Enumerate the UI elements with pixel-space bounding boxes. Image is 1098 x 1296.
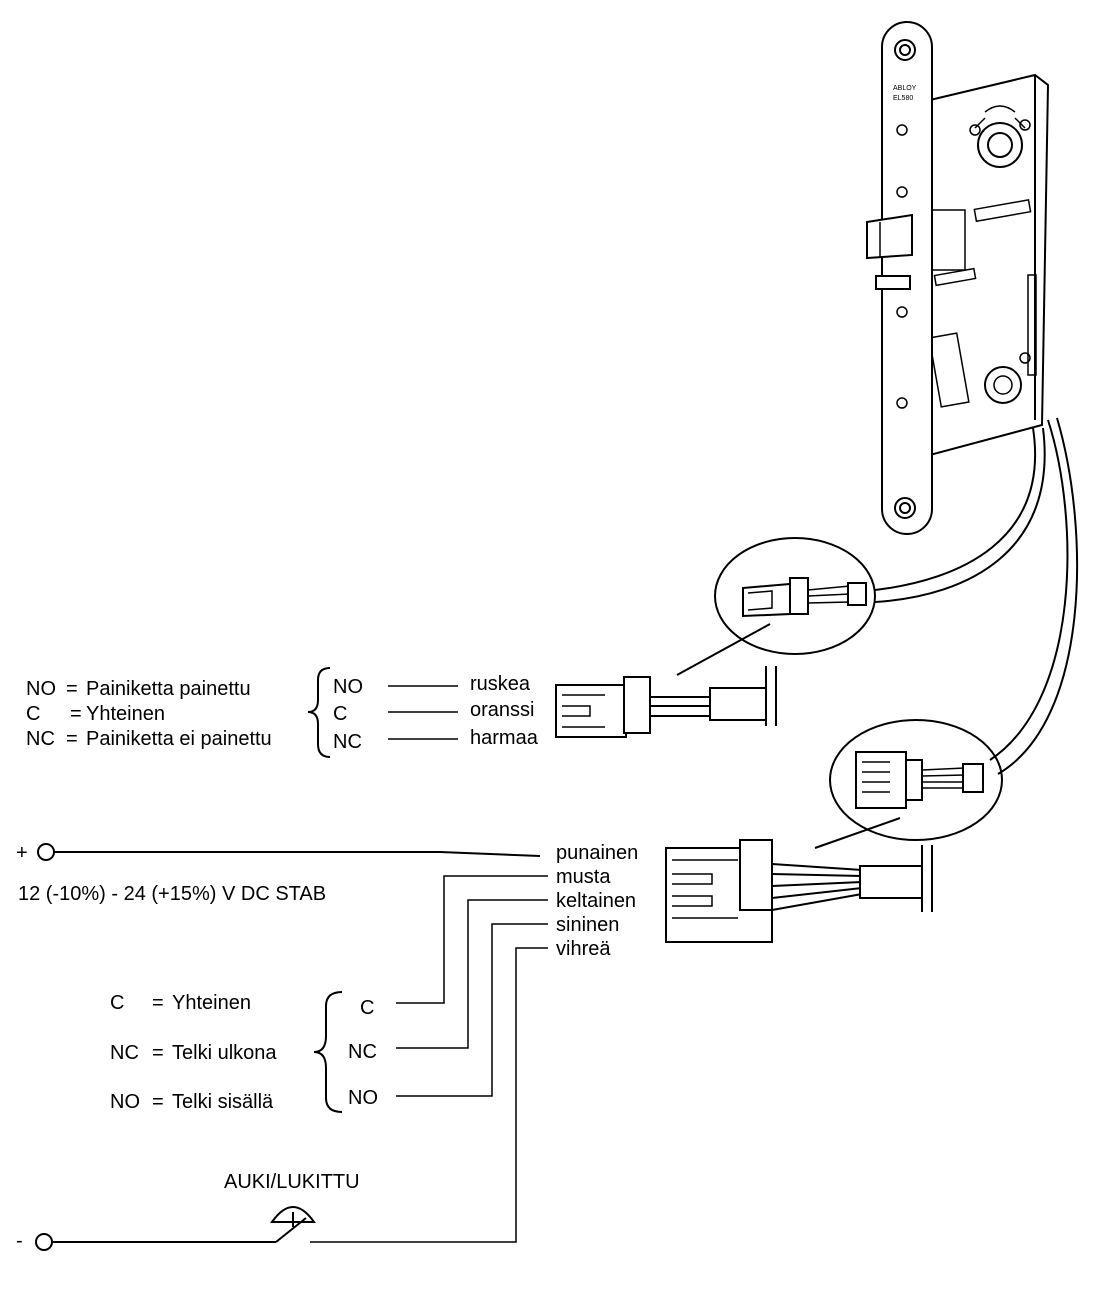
small-connector [555, 666, 777, 738]
small-terminal-1: C [333, 703, 347, 725]
small-terminal-2: NC [333, 731, 362, 753]
large-wire-3: sininen [556, 914, 619, 936]
bolt-terminal-2: NO [348, 1087, 378, 1109]
small-wire-2: harmaa [470, 727, 539, 749]
small-wire-1: oranssi [470, 699, 534, 721]
bolt-legend-brace [313, 991, 343, 1113]
lock-cables [874, 417, 1079, 775]
small-legend-eq-0: = [66, 678, 78, 700]
large-wire-0: punainen [556, 842, 638, 864]
small-legend-meaning-2: Painiketta ei painettu [86, 728, 272, 750]
bolt-legend-code-1: NC [110, 1042, 139, 1064]
bolt-legend-code-0: C [110, 992, 124, 1014]
bolt-terminal-1: NC [348, 1041, 377, 1063]
bolt-legend-eq-0: = [152, 992, 164, 1014]
pushbutton-icon [270, 1206, 316, 1223]
small-legend-eq-2: = [66, 728, 78, 750]
large-wire-1: musta [556, 866, 611, 888]
lock-body: ABLOY EL580 [866, 21, 1050, 535]
switch-section: AUKI/LUKITTU - [16, 1171, 360, 1252]
lock-model: EL580 [893, 95, 913, 102]
bolt-legend-eq-1: = [152, 1042, 164, 1064]
power-minus: - [16, 1230, 23, 1252]
large-connector-detail [814, 719, 1003, 849]
small-legend-meaning-0: Painiketta painettu [86, 678, 251, 700]
bolt-legend-code-2: NO [110, 1091, 140, 1113]
bolt-legend: C = Yhteinen NC = Telki ulkona NO = Telk… [110, 992, 277, 1113]
large-connector [665, 839, 933, 943]
power-section: + 12 (-10%) - 24 (+15%) V DC STAB punain… [16, 842, 638, 1243]
small-legend: NO = Painiketta painettu C = Yhteinen NC… [26, 678, 272, 750]
bolt-legend-meaning-2: Telki sisällä [172, 1091, 274, 1113]
large-wire-4: vihreä [556, 938, 611, 960]
small-terminal-0: NO [333, 676, 363, 698]
power-plus: + [16, 842, 28, 864]
bolt-terminals: C NC NO [348, 997, 378, 1109]
switch-label: AUKI/LUKITTU [224, 1171, 360, 1193]
small-legend-code-0: NO [26, 678, 56, 700]
small-connector-detail [676, 537, 876, 676]
small-legend-brace [307, 667, 331, 758]
small-legend-meaning-1: Yhteinen [86, 703, 165, 725]
bolt-terminal-0: C [360, 997, 374, 1019]
small-legend-code-1: C [26, 703, 40, 725]
small-wire-0: ruskea [470, 673, 531, 695]
bolt-legend-meaning-1: Telki ulkona [172, 1042, 277, 1064]
power-spec: 12 (-10%) - 24 (+15%) V DC STAB [18, 883, 326, 905]
small-legend-code-2: NC [26, 728, 55, 750]
small-legend-eq-1: = [70, 703, 82, 725]
bolt-legend-eq-2: = [152, 1091, 164, 1113]
bolt-legend-meaning-0: Yhteinen [172, 992, 251, 1014]
lock-brand: ABLOY [893, 85, 917, 92]
large-wire-2: keltainen [556, 890, 636, 912]
small-terminals: NO C NC ruskea oranssi harmaa [333, 673, 539, 753]
